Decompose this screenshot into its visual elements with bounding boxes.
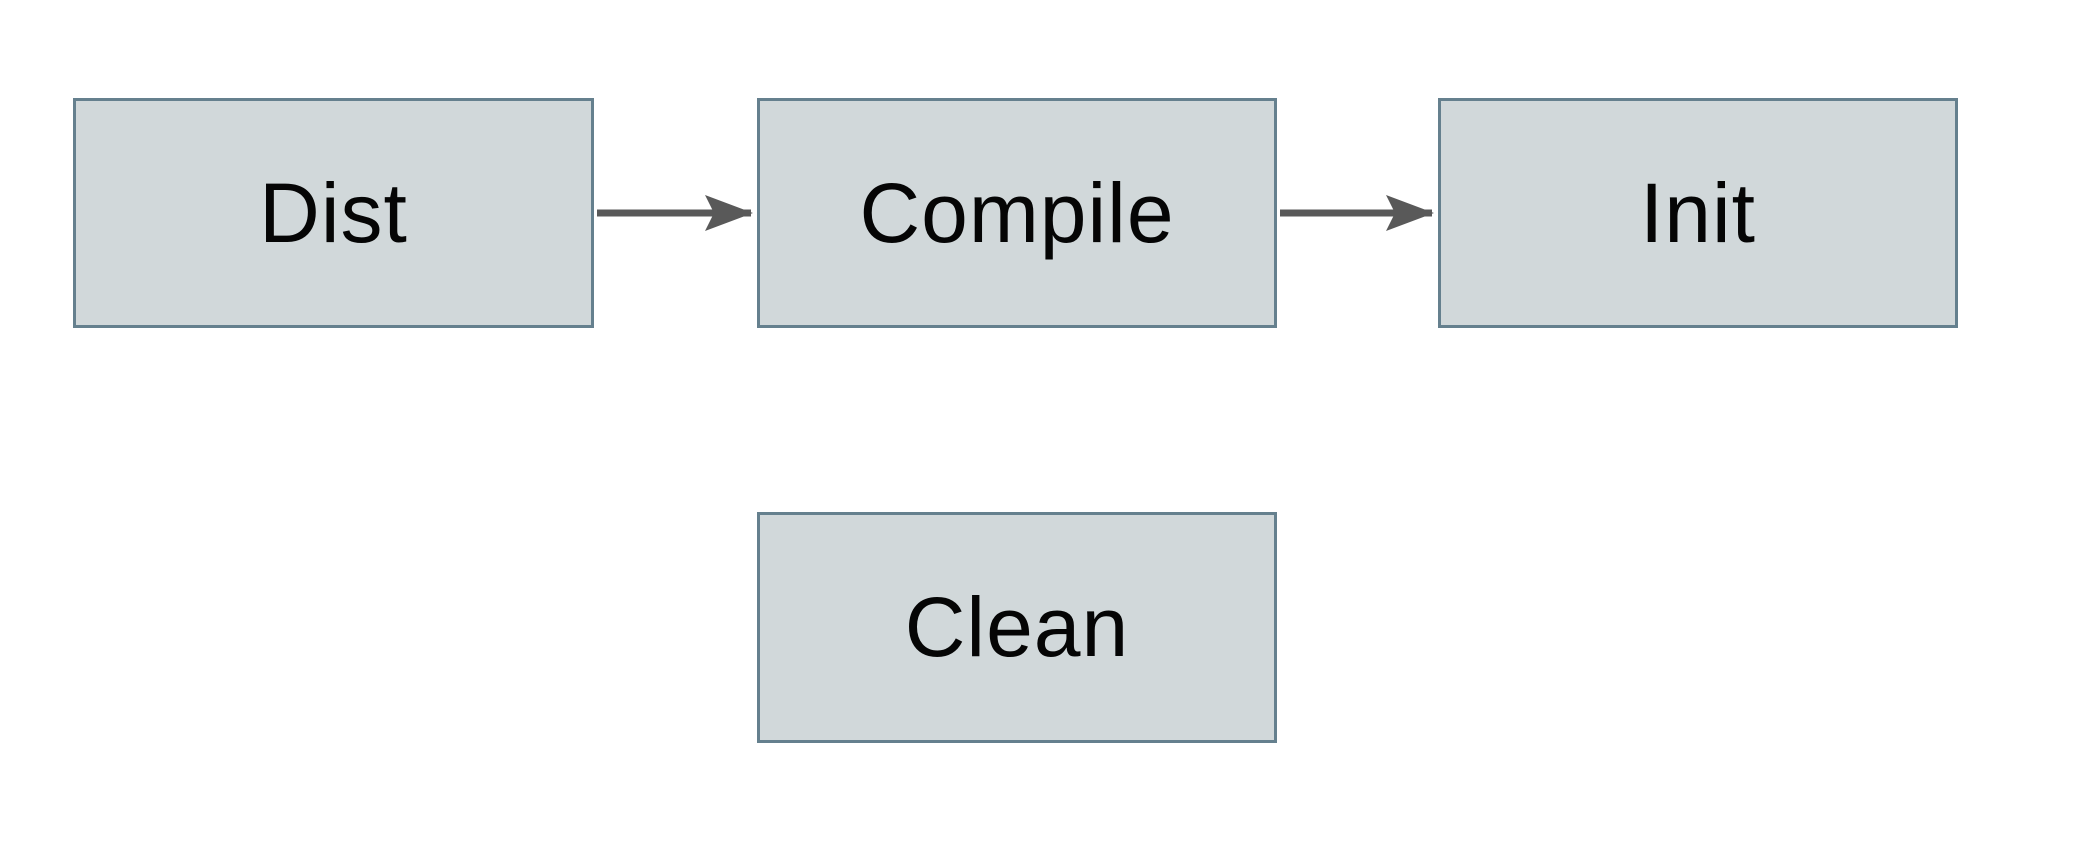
node-clean-label: Clean — [904, 580, 1130, 674]
node-init: Init — [1438, 98, 1958, 328]
node-init-label: Init — [1639, 165, 1757, 260]
node-dist: Dist — [73, 98, 594, 328]
node-clean: Clean — [757, 512, 1277, 743]
node-dist-label: Dist — [259, 165, 408, 260]
node-compile-label: Compile — [859, 165, 1175, 260]
node-compile: Compile — [757, 98, 1277, 328]
